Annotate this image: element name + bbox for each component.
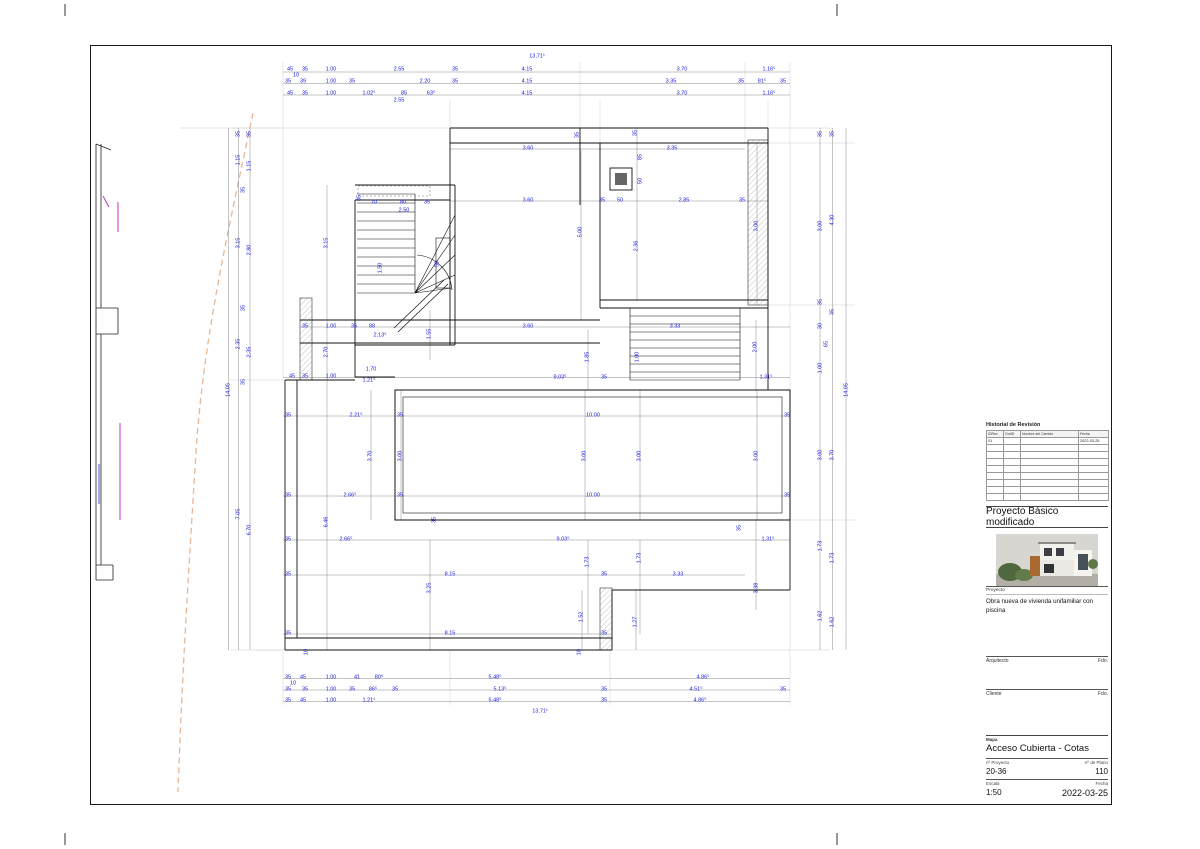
- architect-sign-label: Fdo.: [1097, 658, 1108, 664]
- revision-col-header: Fecha: [1078, 430, 1109, 438]
- project-number-value: 20-36: [986, 767, 1007, 776]
- adjacent-structure: [95, 143, 121, 581]
- numbers-row: nº Proyecto 20-36 nº de Plano 110: [986, 758, 1108, 776]
- plan-number-value: 110: [1095, 767, 1108, 776]
- revision-col-header: Nombre del Cambio: [1020, 430, 1079, 438]
- boundary-line: [177, 112, 254, 793]
- revision-cell-date: 2022-03-25: [1078, 437, 1109, 445]
- scale: Escala 1:50: [986, 781, 1002, 806]
- project-status-title: Proyecto Básico modificado: [986, 506, 1108, 528]
- revision-col-header: IDRev: [986, 430, 1004, 438]
- client-sign-label: Fdo.: [1097, 691, 1108, 697]
- scale-value: 1:50: [986, 788, 1002, 797]
- walls: [284, 127, 791, 651]
- revision-col-header: OrdID: [1003, 430, 1021, 438]
- plan-number: nº de Plano 110: [1085, 760, 1108, 776]
- client-label: Cliente: [986, 691, 1002, 697]
- stair: [357, 185, 456, 333]
- sheet-border: [90, 45, 1112, 805]
- title-block: Historial de Revisión IDRev OrdID Nombre…: [986, 420, 1109, 806]
- date-value: 2022-03-25: [1061, 788, 1108, 798]
- revision-cell-id: 01: [986, 437, 1004, 445]
- revision-table: IDRev OrdID Nombre del Cambio Fecha 01 2…: [986, 430, 1109, 501]
- crop-marks: [64, 4, 838, 845]
- plan-name-label: Mapa: [986, 737, 998, 742]
- architect-signature-row: Arquitecto Fdo.: [986, 656, 1108, 664]
- revision-cell: [1020, 437, 1079, 445]
- project-number: nº Proyecto 20-36: [986, 760, 1009, 776]
- hatched-walls: [299, 139, 769, 651]
- project-text-line1: Obra nueva de vivienda unifamiliar con: [986, 598, 1093, 605]
- scale-label: Escala: [986, 781, 1000, 786]
- scale-date-row: Escala 1:50 Fecha 2022-03-25: [986, 779, 1108, 806]
- date: Fecha 2022-03-25: [1062, 781, 1108, 806]
- plan-number-label: nº de Plano: [1084, 760, 1108, 765]
- column: [609, 167, 633, 191]
- date-label: Fecha: [1095, 781, 1108, 786]
- pool-terrace: [394, 389, 791, 521]
- exterior-steps: [629, 308, 741, 381]
- project-description: Proyecto Obra nueva de vivienda unifamil…: [986, 586, 1108, 616]
- client-signature-row: Cliente Fdo.: [986, 689, 1108, 697]
- house-photo-image: [996, 534, 1098, 586]
- house-photo: [986, 534, 1108, 586]
- plan-name-block: Mapa Acceso Cubierta - Cotas: [986, 735, 1108, 754]
- architect-label: Arquitecto: [986, 658, 1009, 664]
- project-text-line2: piscina: [986, 607, 1006, 615]
- project-number-label: nº Proyecto: [986, 760, 1010, 765]
- project-label: Proyecto: [986, 588, 1108, 595]
- dimension-lines: [228, 71, 847, 702]
- revision-cell: [1003, 437, 1021, 445]
- plan-title: Acceso Cubierta - Cotas: [986, 743, 1089, 754]
- revision-history-title: Historial de Revisión: [986, 422, 1041, 428]
